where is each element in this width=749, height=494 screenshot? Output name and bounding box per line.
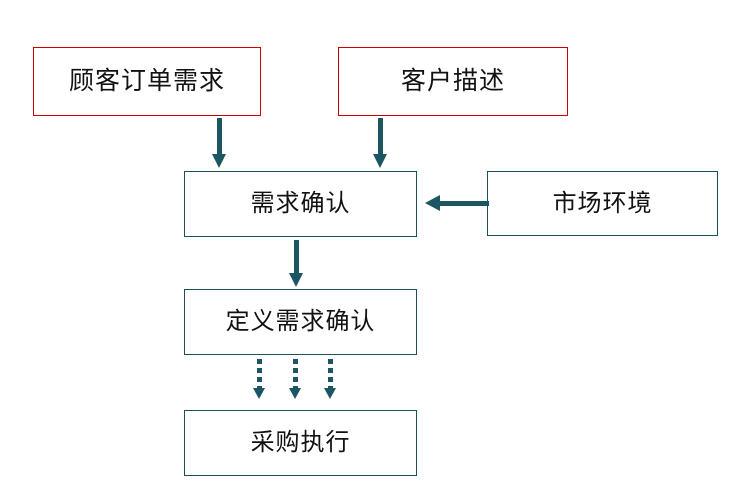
node-customer-order-demand[interactable]: 顾客订单需求 [33,47,261,116]
arrow-shaft [293,240,299,275]
arrow-head [372,154,387,168]
node-label: 采购执行 [250,430,351,456]
node-label: 客户描述 [400,68,505,95]
arrow-shaft [256,359,262,388]
node-market-environment[interactable]: 市场环境 [487,171,718,236]
node-label: 定义需求确认 [225,309,376,335]
arrow-shaft [327,359,333,388]
node-procurement-execution[interactable]: 采购执行 [184,410,417,476]
node-label: 需求确认 [250,191,351,217]
arrow-head [253,388,265,399]
arrow-shaft [216,118,222,156]
node-demand-confirmation[interactable]: 需求确认 [184,171,417,237]
arrow-confirmation-to-define-icon [288,240,304,287]
arrow-head [211,154,226,168]
arrow-head [425,195,440,211]
arrow-head [289,388,301,399]
dotted-arrow-define-to-procurement-2-icon [288,359,302,399]
dotted-arrow-define-to-procurement-3-icon [323,359,337,399]
arrow-shaft [377,118,383,156]
node-customer-description[interactable]: 客户描述 [338,47,568,116]
arrow-description-to-confirmation-icon [372,118,388,168]
arrow-market-to-confirmation-icon [425,195,489,211]
arrow-order-to-confirmation-icon [211,118,227,168]
node-define-demand-confirmation[interactable]: 定义需求确认 [184,289,417,355]
dotted-arrow-define-to-procurement-1-icon [252,359,266,399]
arrow-head [324,388,336,399]
arrow-head [288,273,303,287]
node-label: 市场环境 [552,190,653,217]
arrow-shaft [438,200,489,206]
arrow-shaft [292,359,298,388]
node-label: 顾客订单需求 [68,68,225,95]
